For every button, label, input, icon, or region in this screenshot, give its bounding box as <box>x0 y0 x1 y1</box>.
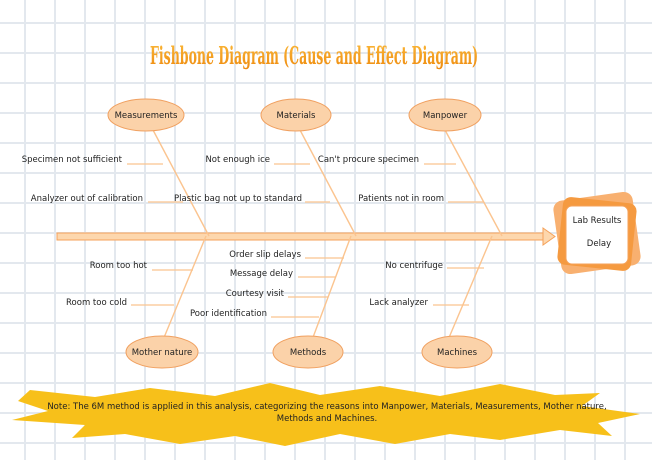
note-banner: Note: The 6M method is applied in this a… <box>12 383 640 446</box>
effect-box[interactable]: Lab Results Delay <box>552 191 642 275</box>
effect-label-line1: Lab Results <box>573 216 622 226</box>
category-mother-nature[interactable] <box>125 335 199 369</box>
cause-label: Order slip delays <box>229 250 301 260</box>
bone-mother-nature <box>162 235 207 341</box>
cause-label: Patients not in room <box>358 194 444 204</box>
cause-label: Plastic bag not up to standard <box>174 194 302 204</box>
category-label-materials: Materials <box>277 111 317 121</box>
bone-methods <box>311 235 352 341</box>
bone-materials <box>299 129 357 237</box>
cause-label: Specimen not sufficient <box>22 155 123 165</box>
spine-arrow <box>56 227 556 246</box>
cause-label: Poor identification <box>190 309 267 319</box>
category-label-measurements: Measurements <box>115 111 178 121</box>
category-machines[interactable] <box>421 335 493 369</box>
category-measurements[interactable] <box>107 98 185 132</box>
cause-label: Analyzer out of calibration <box>31 194 143 204</box>
bone-machines <box>447 235 493 341</box>
category-manpower[interactable] <box>408 98 482 132</box>
bone-manpower <box>444 129 503 237</box>
category-label-machines: Machines <box>437 348 478 358</box>
cause-label: Not enough ice <box>205 155 270 165</box>
page-title: Fishbone Diagram (Cause and Effect Diagr… <box>150 41 478 70</box>
category-label-methods: Methods <box>290 348 327 358</box>
note-text-line1: Note: The 6M method is applied in this a… <box>47 402 606 412</box>
cause-label: Lack analyzer <box>369 298 428 308</box>
cause-label: Room too hot <box>90 261 148 271</box>
category-label-mother-nature: Mother nature <box>132 348 193 358</box>
cause-label: Room too cold <box>66 298 127 308</box>
cause-label: No centrifuge <box>385 261 443 271</box>
bone-measurements <box>152 129 210 237</box>
effect-label-line2: Delay <box>587 239 611 249</box>
note-text-line2: Methods and Machines. <box>277 414 377 424</box>
category-methods[interactable] <box>272 335 344 369</box>
cause-label: Message delay <box>230 269 293 279</box>
cause-label: Courtesy visit <box>226 289 285 299</box>
cause-label: Can't procure specimen <box>318 155 419 165</box>
sub-bones <box>127 163 484 318</box>
category-materials[interactable] <box>260 98 332 132</box>
category-label-manpower: Manpower <box>423 111 468 121</box>
